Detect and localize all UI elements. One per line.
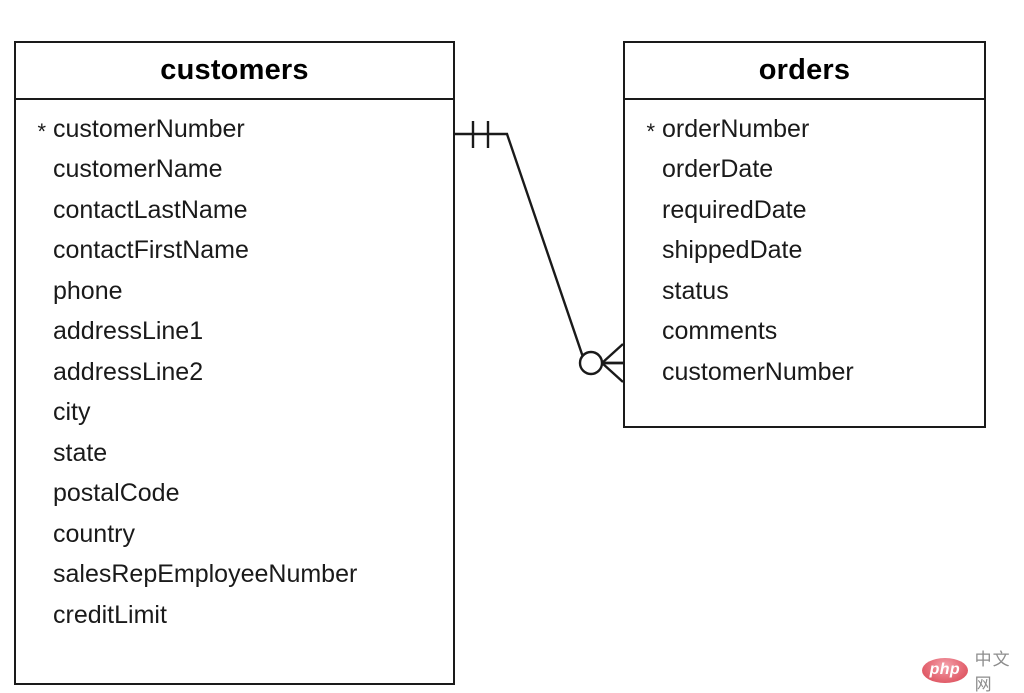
attribute-name: country [53, 519, 135, 548]
entity-orders-title: orders [758, 54, 851, 86]
attribute-row[interactable]: * customerNumber [16, 109, 453, 150]
attribute-name: state [53, 438, 108, 467]
cardinality-zero-circle-icon [578, 350, 604, 376]
attribute-name: contactFirstName [53, 236, 249, 265]
attribute-row[interactable]: customerNumber [625, 352, 984, 393]
attribute-name: customerNumber [662, 357, 854, 386]
entity-orders-header: orders [625, 43, 984, 100]
attribute-name: customerNumber [53, 114, 245, 143]
entity-customers-attribute-list: * customerNumber customerName contactLas… [16, 100, 453, 636]
attribute-row[interactable]: phone [16, 271, 453, 312]
attribute-row[interactable]: contactLastName [16, 190, 453, 231]
attribute-row[interactable]: customerName [16, 150, 453, 191]
entity-customers-header: customers [16, 43, 453, 100]
attribute-name: orderDate [662, 155, 774, 184]
attribute-name: addressLine2 [53, 357, 204, 386]
attribute-row[interactable]: city [16, 393, 453, 434]
attribute-row[interactable]: orderDate [625, 150, 984, 191]
relationship-line [455, 132, 623, 365]
attribute-name: customerName [53, 155, 223, 184]
watermark-site-text: 中文网 [974, 650, 1011, 693]
attribute-row[interactable]: addressLine2 [16, 352, 453, 393]
attribute-row[interactable]: contactFirstName [16, 231, 453, 272]
attribute-row[interactable]: postalCode [16, 474, 453, 515]
attribute-row[interactable]: salesRepEmployeeNumber [16, 555, 453, 596]
attribute-name: requiredDate [662, 195, 807, 224]
entity-customers-title: customers [160, 54, 309, 86]
php-logo-icon: php [922, 657, 968, 683]
entity-orders[interactable]: orders * orderNumber orderDate requiredD… [623, 41, 986, 428]
attribute-row[interactable]: * orderNumber [625, 109, 984, 150]
primary-key-marker-icon: * [646, 119, 655, 145]
attribute-name: city [53, 398, 91, 427]
attribute-name: contactLastName [53, 195, 248, 224]
attribute-row[interactable]: creditLimit [16, 595, 453, 636]
php-logo-text: php [929, 661, 961, 678]
crowsfoot-prong-lower-icon [601, 362, 624, 383]
attribute-name: salesRepEmployeeNumber [53, 560, 358, 589]
attribute-row[interactable]: country [16, 514, 453, 555]
attribute-name: orderNumber [662, 114, 810, 143]
attribute-name: postalCode [53, 479, 180, 508]
entity-orders-attribute-list: * orderNumber orderDate requiredDate shi… [625, 100, 984, 393]
attribute-name: phone [53, 276, 123, 305]
attribute-row[interactable]: addressLine1 [16, 312, 453, 353]
attribute-name: shippedDate [662, 236, 803, 265]
attribute-name: comments [662, 317, 778, 346]
attribute-name: addressLine1 [53, 317, 204, 346]
crowsfoot-prong-upper-icon [601, 343, 624, 364]
attribute-row[interactable]: state [16, 433, 453, 474]
attribute-row[interactable]: comments [625, 312, 984, 353]
attribute-row[interactable]: shippedDate [625, 231, 984, 272]
attribute-name: status [662, 276, 729, 305]
attribute-row[interactable]: status [625, 271, 984, 312]
watermark: php 中文网 [922, 645, 1024, 693]
entity-customers[interactable]: customers * customerNumber customerName … [14, 41, 455, 685]
primary-key-marker-icon: * [37, 119, 46, 145]
attribute-name: creditLimit [53, 600, 167, 629]
attribute-row[interactable]: requiredDate [625, 190, 984, 231]
